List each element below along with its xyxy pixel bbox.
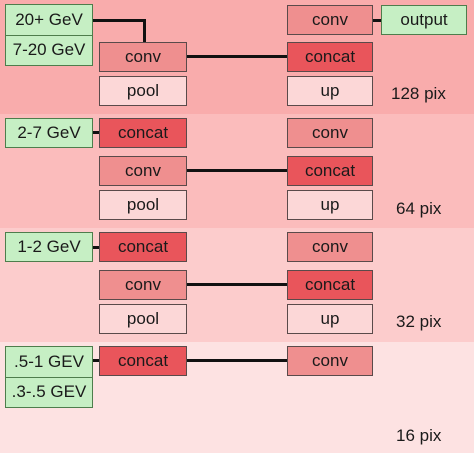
encoder-pool-64: pool (99, 190, 187, 220)
decoder-conv-64: conv (287, 118, 373, 148)
output-box: output (381, 5, 467, 35)
decoder-up-32: up (287, 304, 373, 334)
decoder-conv-32: conv (287, 232, 373, 262)
decoder-concat-64: concat (287, 156, 373, 186)
decoder-conv-16: conv (287, 346, 373, 376)
bottleneck-line (186, 359, 288, 362)
connector-input1-h (92, 19, 146, 22)
input-energy-20plus: 20+ GeV (15, 9, 83, 29)
connector-input3 (92, 246, 100, 249)
input-energy-7-20: 7-20 GeV (6, 34, 92, 66)
encoder-concat-16: concat (99, 346, 187, 376)
decoder-up-64: up (287, 190, 373, 220)
skip-line-128 (186, 55, 288, 58)
decoder-conv-final: conv (287, 5, 373, 35)
resolution-label-32: 32 pix (396, 312, 442, 331)
encoder-conv-128: conv (99, 42, 187, 72)
input-energy-1-2: 1-2 GeV (5, 232, 93, 262)
resolution-label-128: 128 pix (391, 84, 446, 103)
input-box-group-4: .5-1 GEV .3-.5 GEV (5, 346, 93, 408)
resolution-label-64: 64 pix (396, 199, 442, 218)
connector-input4 (92, 359, 100, 362)
connector-conv-output (372, 19, 382, 22)
decoder-concat-32: concat (287, 270, 373, 300)
input-box-group-1: 20+ GeV 7-20 GeV (5, 4, 93, 66)
encoder-conv-32: conv (99, 270, 187, 300)
decoder-up-128: up (287, 76, 373, 106)
decoder-concat-128: concat (287, 42, 373, 72)
encoder-concat-32: concat (99, 232, 187, 262)
input-energy-0.5-1: .5-1 GEV (14, 351, 84, 371)
encoder-conv-64: conv (99, 156, 187, 186)
resolution-label-16: 16 pix (396, 426, 442, 445)
encoder-pool-128: pool (99, 76, 187, 106)
encoder-concat-64: concat (99, 118, 187, 148)
connector-input1-v (143, 19, 146, 42)
encoder-pool-32: pool (99, 304, 187, 334)
skip-line-32 (186, 283, 288, 286)
connector-input2 (92, 131, 100, 134)
input-energy-0.3-0.5: .3-.5 GEV (6, 376, 92, 408)
skip-line-64 (186, 169, 288, 172)
input-energy-2-7: 2-7 GeV (5, 118, 93, 148)
